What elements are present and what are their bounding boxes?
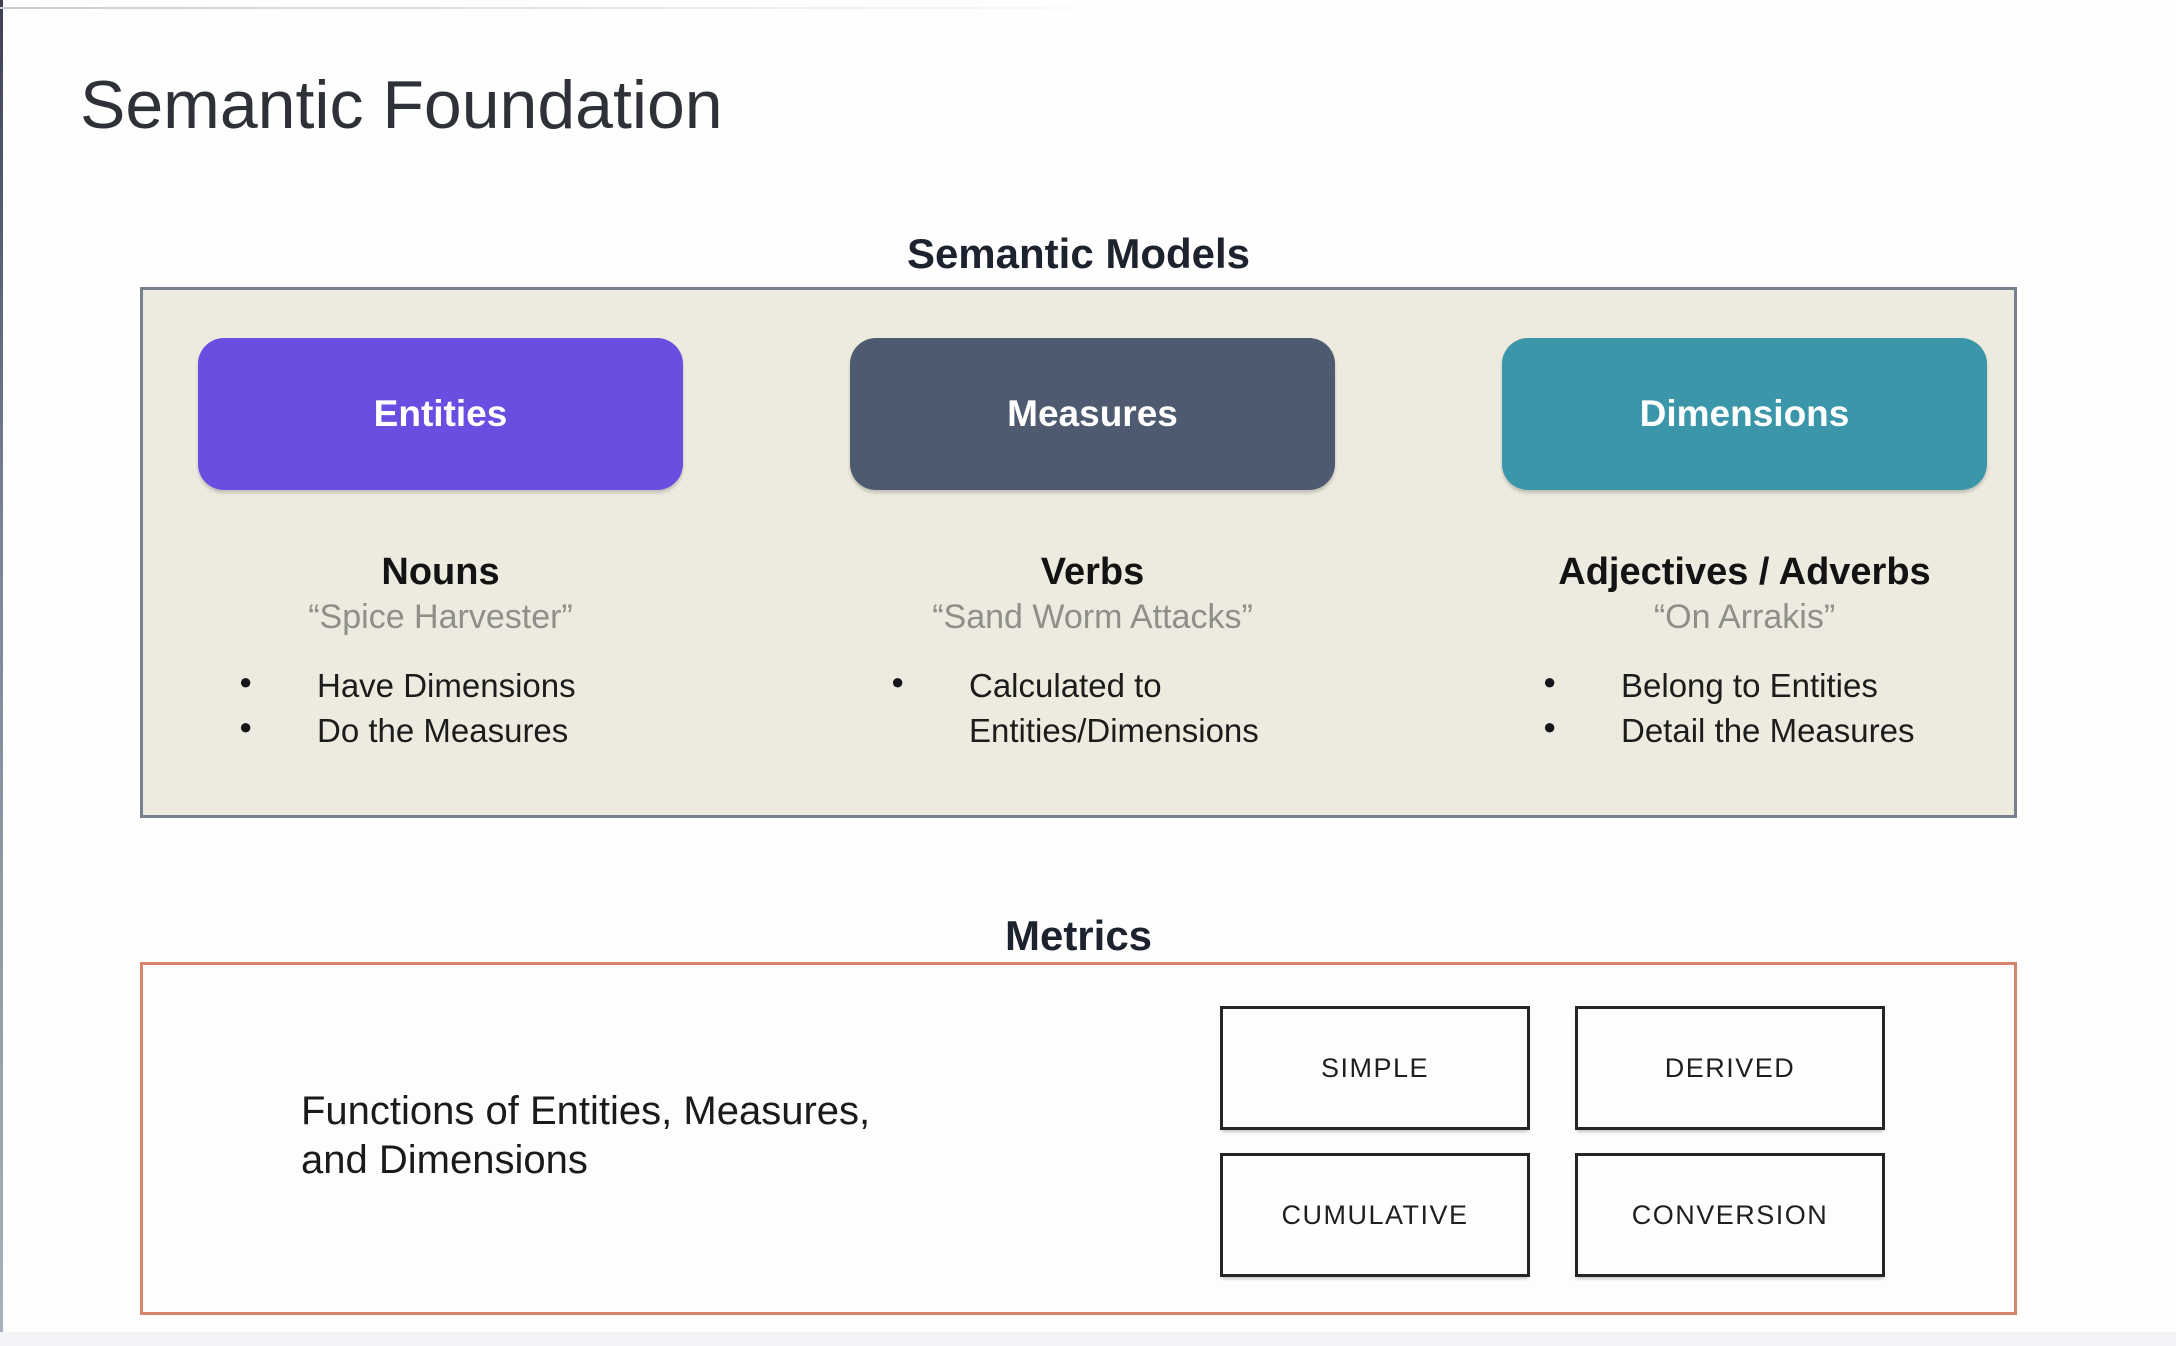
measures-button[interactable]: Measures <box>850 338 1335 490</box>
measures-bullet-list: Calculated to Entities/Dimensions <box>889 663 1269 754</box>
metrics-description-line2: and Dimensions <box>301 1138 588 1183</box>
window-edge-bottom <box>0 1332 2176 1346</box>
entities-bullet-list: Have Dimensions Do the Measures <box>237 663 576 754</box>
metrics-description-line1: Functions of Entities, Measures, <box>301 1089 871 1133</box>
list-item: Do the Measures <box>237 708 576 754</box>
metrics-label: Metrics <box>1004 912 1153 959</box>
semantic-models-panel: Entities Nouns “Spice Harvester” Have Di… <box>140 287 2017 818</box>
list-item: Detail the Measures <box>1541 708 1914 754</box>
entities-heading: Nouns <box>381 551 500 593</box>
entities-column: Entities Nouns “Spice Harvester” Have Di… <box>197 338 684 815</box>
metric-type-derived[interactable]: DERIVED <box>1575 1006 1885 1130</box>
metric-type-conversion[interactable]: CONVERSION <box>1575 1153 1885 1277</box>
metric-types-grid: SIMPLE DERIVED CUMULATIVE CONVERSION <box>1220 1006 1885 1277</box>
dimensions-column: Dimensions Adjectives / Adverbs “On Arra… <box>1501 338 1988 815</box>
list-item: Calculated to Entities/Dimensions <box>889 663 1269 754</box>
metrics-description: Functions of Entities, Measures, and Dim… <box>301 1087 870 1185</box>
measures-quote: “Sand Worm Attacks” <box>932 597 1253 636</box>
window-edge-left <box>0 0 3 1346</box>
dimensions-bullet-list: Belong to Entities Detail the Measures <box>1541 663 1914 754</box>
metrics-panel: Functions of Entities, Measures, and Dim… <box>140 962 2017 1315</box>
metric-type-cumulative[interactable]: CUMULATIVE <box>1220 1153 1530 1277</box>
measures-heading: Verbs <box>1040 551 1145 593</box>
dimensions-heading: Adjectives / Adverbs <box>1558 551 1931 593</box>
measures-column: Measures Verbs “Sand Worm Attacks” Calcu… <box>849 338 1336 815</box>
page-title: Semantic Foundation <box>80 67 723 143</box>
dimensions-button[interactable]: Dimensions <box>1502 338 1987 490</box>
semantic-models-label: Semantic Models <box>906 230 1251 277</box>
window-edge-top <box>0 7 1170 9</box>
entities-quote: “Spice Harvester” <box>308 597 573 636</box>
dimensions-quote: “On Arrakis” <box>1653 597 1836 636</box>
list-item: Have Dimensions <box>237 663 576 709</box>
entities-button[interactable]: Entities <box>198 338 683 490</box>
list-item: Belong to Entities <box>1541 663 1914 709</box>
metric-type-simple[interactable]: SIMPLE <box>1220 1006 1530 1130</box>
